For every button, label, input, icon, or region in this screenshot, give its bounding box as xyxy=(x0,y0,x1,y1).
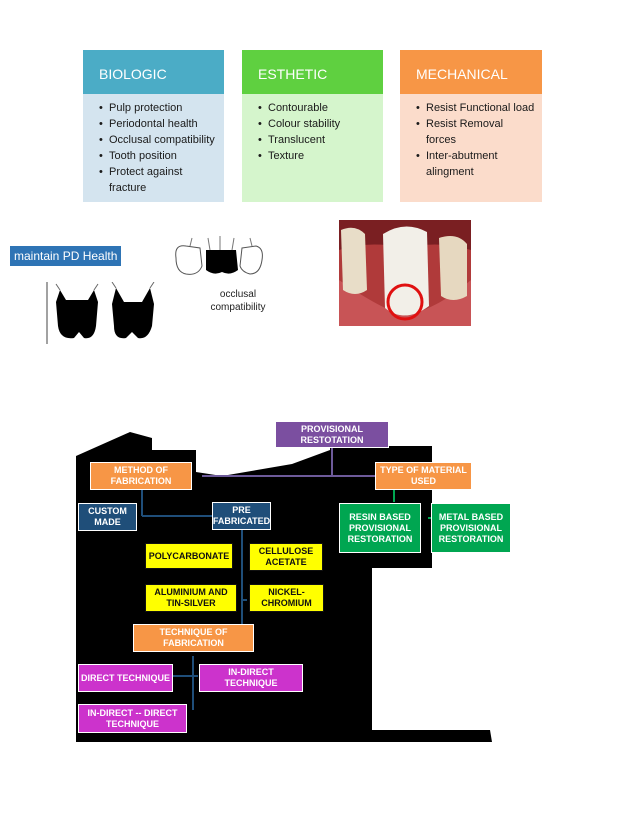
esthetic-header: ESTHETIC xyxy=(242,50,383,94)
esthetic-item: Colour stability xyxy=(258,116,377,132)
technique-of-fabrication-node: TECHNIQUE OF FABRICATION xyxy=(133,624,254,652)
esthetic-list: Contourable Colour stability Translucent… xyxy=(242,94,383,164)
biologic-item: Periodontal health xyxy=(99,116,218,132)
nickel-chromium-node: NICKEL- CHROMIUM xyxy=(249,584,324,612)
provisional-restoration-node: PROVISIONAL RESTOTATION xyxy=(275,421,389,448)
pd-health-label: maintain PD Health xyxy=(10,246,122,266)
occlusal-compatibility-illustration xyxy=(170,236,266,280)
cellulose-acetate-node: CELLULOSE ACETATE xyxy=(249,543,323,571)
esthetic-column: ESTHETIC Contourable Colour stability Tr… xyxy=(242,50,383,202)
mechanical-item: Inter-abutment alingment xyxy=(416,148,536,180)
indirect-direct-technique-node: IN-DIRECT -- DIRECT TECHNIQUE xyxy=(78,704,187,733)
mechanical-column: MECHANICAL Resist Functional load Resist… xyxy=(400,50,542,202)
esthetic-item: Translucent xyxy=(258,132,377,148)
biologic-item: Occlusal compatibility xyxy=(99,132,218,148)
biologic-item: Pulp protection xyxy=(99,100,218,116)
aluminium-tin-silver-node: ALUMINIUM AND TIN-SILVER xyxy=(145,584,237,612)
mechanical-item: Resist Functional load xyxy=(416,100,536,116)
mechanical-list: Resist Functional load Resist Removal fo… xyxy=(400,94,542,180)
custom-made-node: CUSTOM MADE xyxy=(78,503,137,531)
metal-based-node: METAL BASED PROVISIONAL RESTORATION xyxy=(431,503,511,553)
type-of-material-node: TYPE OF MATERIAL USED xyxy=(375,462,472,490)
occlusal-caption: occlusal compatibility xyxy=(210,289,266,313)
esthetic-item: Contourable xyxy=(258,100,377,116)
mechanical-header: MECHANICAL xyxy=(400,50,542,94)
esthetic-item: Texture xyxy=(258,148,377,164)
polycarbonate-node: POLYCARBONATE xyxy=(145,543,233,569)
pre-fabricated-node: PRE FABRICATED xyxy=(212,502,271,530)
biologic-header: BIOLOGIC xyxy=(83,50,224,94)
indirect-technique-node: IN-DIRECT TECHNIQUE xyxy=(199,664,303,692)
biologic-list: Pulp protection Periodontal health Occlu… xyxy=(83,94,224,196)
tooth-photo xyxy=(339,220,471,326)
direct-technique-node: DIRECT TECHNIQUE xyxy=(78,664,173,692)
biologic-column: BIOLOGIC Pulp protection Periodontal hea… xyxy=(83,50,224,202)
biologic-item: Protect against fracture xyxy=(99,164,218,196)
periodontal-crowns-illustration xyxy=(46,282,168,344)
method-of-fabrication-node: METHOD OF FABRICATION xyxy=(90,462,192,490)
biologic-item: Tooth position xyxy=(99,148,218,164)
resin-based-node: RESIN BASED PROVISIONAL RESTORATION xyxy=(339,503,421,553)
mechanical-item: Resist Removal forces xyxy=(416,116,536,148)
